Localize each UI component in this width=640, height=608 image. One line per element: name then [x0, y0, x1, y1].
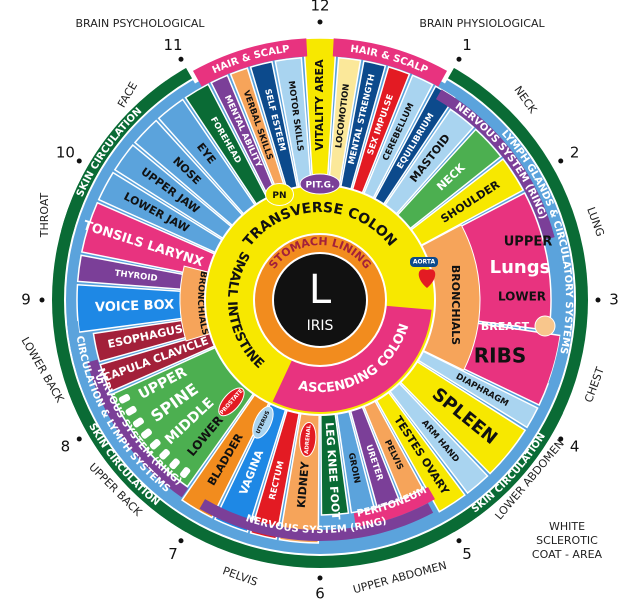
lungs-upper-label: UPPER: [504, 235, 553, 250]
clock-number: 6: [315, 585, 325, 603]
zone-label: SCLEROTIC: [536, 534, 598, 547]
vertebra-icon: [132, 417, 144, 428]
clock-number: 12: [310, 0, 329, 15]
vertebra-icon: [118, 393, 131, 404]
heart-icon: [418, 269, 436, 288]
clock-number: 11: [163, 36, 182, 54]
ring-band: [87, 359, 189, 498]
clock-dot: [76, 436, 82, 442]
zone-label: NECK: [511, 84, 539, 117]
clock-dot: [76, 158, 82, 164]
clock-number: 3: [609, 291, 619, 309]
sector-label: VOICE BOX: [95, 298, 175, 316]
clock-dot: [178, 538, 184, 544]
clock-number: 4: [570, 438, 580, 456]
vertebra-icon: [141, 428, 152, 439]
zone-label: PELVIS: [221, 564, 260, 589]
lungs-breast-label: BREAST: [481, 320, 530, 333]
pitg-label: PIT.G.: [306, 181, 335, 191]
aorta-label: AORTA: [413, 259, 436, 266]
aorta-tag: [410, 257, 438, 267]
clock-dot: [317, 575, 323, 581]
ring-band: [192, 38, 308, 87]
clock-number: 1: [462, 36, 472, 54]
vertebra-icon: [159, 448, 170, 460]
ring-band: [199, 499, 434, 541]
bronchials-label: BRONCHIALS: [449, 265, 462, 345]
clock-dot: [39, 297, 45, 303]
clock-dot: [178, 56, 184, 62]
vertebra-icon: [125, 405, 137, 416]
sector-label: VITALITY AREA: [313, 59, 326, 151]
pupil: [272, 252, 368, 348]
clock-dot: [317, 19, 323, 25]
clock-dot: [558, 436, 564, 442]
clock-dot: [558, 158, 564, 164]
breast-nipple-icon: [534, 315, 556, 337]
sector-label: KIDNEY: [295, 460, 312, 508]
lungs-lungs-label: Lungs: [490, 257, 551, 278]
clock-dot: [595, 297, 601, 303]
uterus-gland: [252, 406, 274, 439]
zone-label: BRAIN PHYSIOLOGICAL: [419, 17, 545, 30]
vertebra-icon: [149, 439, 161, 450]
clock-number: 8: [61, 438, 71, 456]
zone-label: LUNG: [584, 205, 607, 238]
pituitary-gland: [299, 173, 341, 195]
prostate-gland: [218, 387, 245, 417]
lungs-lower-label: LOWER: [498, 290, 546, 304]
zone-label: WHITE: [549, 520, 585, 533]
clock-dot: [456, 538, 462, 544]
pn-gland: [265, 183, 295, 207]
zone-label: THROAT: [38, 192, 51, 238]
ring-band: [332, 38, 448, 87]
zone-label: BRAIN PSYCHOLOGICAL: [75, 17, 205, 30]
ring-band: [68, 387, 192, 533]
organ-sectors: [76, 37, 562, 544]
zone-label: COAT - AREA: [532, 548, 603, 561]
iris-label: IRIS: [307, 318, 334, 334]
clock-number: 7: [168, 545, 178, 563]
vertebra-icon: [169, 458, 180, 470]
adrenal-gland: [299, 422, 317, 457]
zone-label: CHEST: [582, 365, 607, 404]
iris-letter: L: [309, 267, 332, 313]
zone-label: UPPER ABDOMEN: [352, 559, 448, 596]
clock-number: 5: [462, 545, 472, 563]
pn-label: PN: [272, 191, 286, 201]
ring-band: [448, 408, 563, 533]
ring-band: [436, 89, 555, 240]
vertebra-icon: [180, 467, 191, 479]
ring-band: [476, 105, 574, 387]
adrenal-label: ADRENAL: [304, 424, 313, 454]
clock-number: 2: [570, 144, 580, 162]
clock-number: 10: [56, 144, 75, 162]
ring-band: [353, 487, 435, 528]
lungs-ribs-label: RIBS: [474, 344, 527, 368]
clock-dot: [456, 56, 462, 62]
clock-number: 9: [21, 291, 31, 309]
ring-band: [66, 321, 181, 509]
ring-band: [61, 80, 174, 234]
